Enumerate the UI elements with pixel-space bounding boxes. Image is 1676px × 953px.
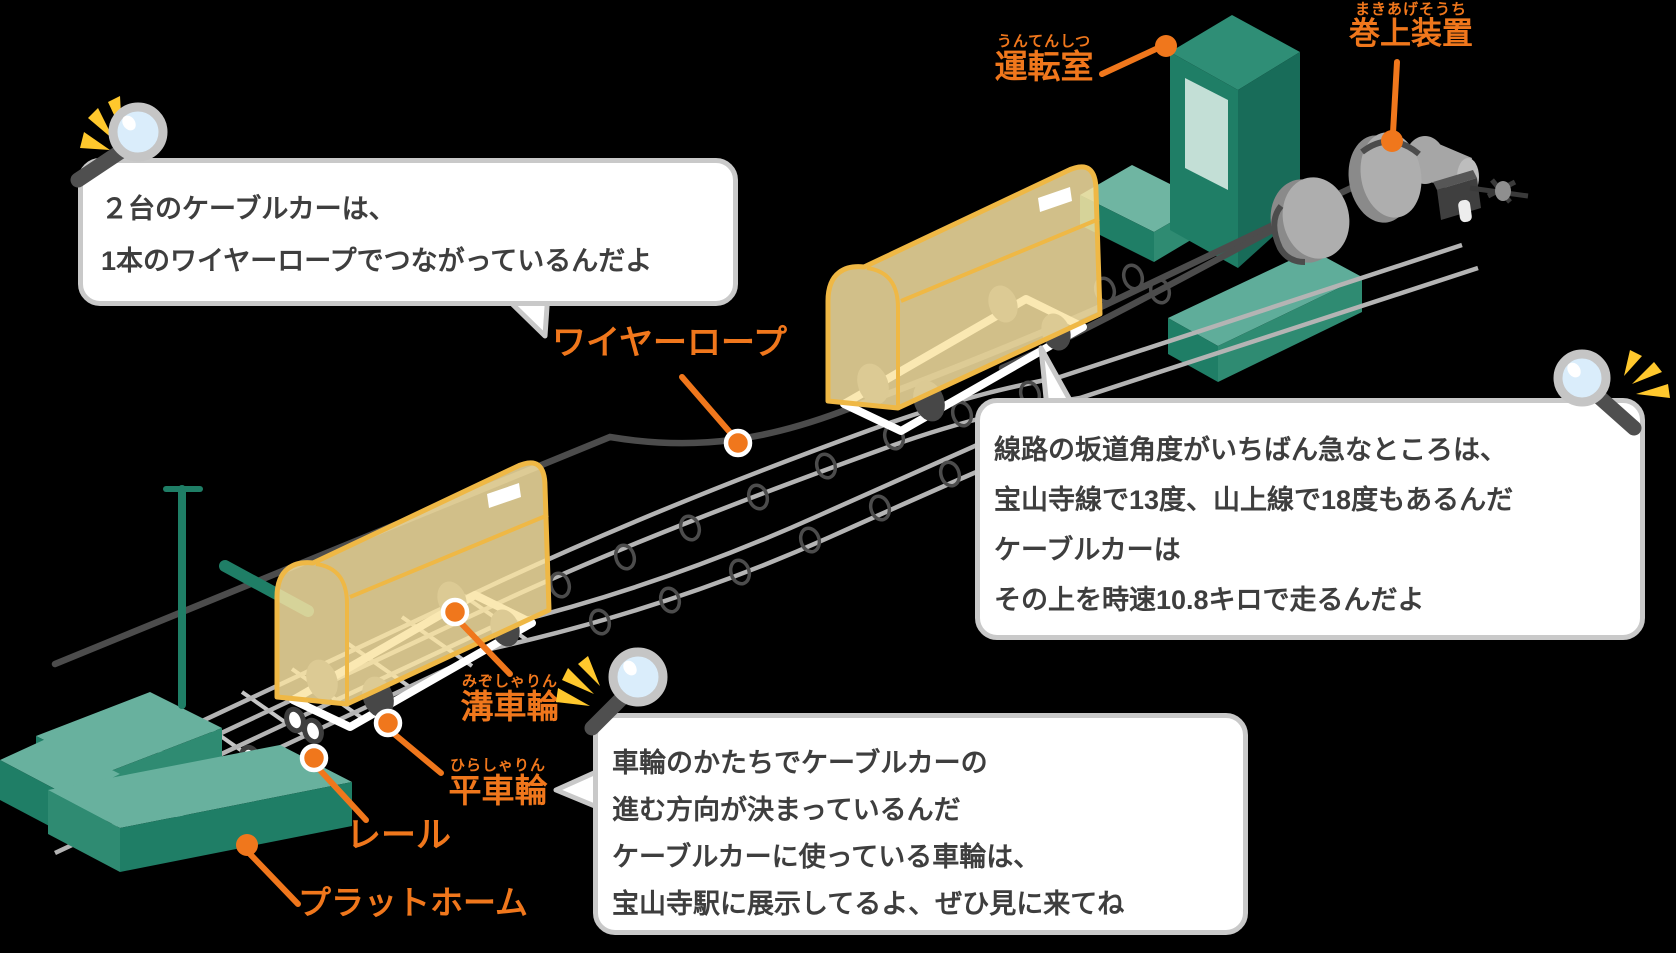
- groove-wheel-furigana: みぞしゃりん: [461, 673, 558, 690]
- lower-car-details: [315, 513, 549, 703]
- winding-device-machine: [1270, 132, 1529, 265]
- magnifier-icon: [556, 647, 668, 736]
- operator-room-tower: [1170, 15, 1300, 268]
- winding-device-furigana: まきあげそうち: [1354, 1, 1467, 18]
- wire-rope-line: [679, 374, 737, 440]
- rope-info-bubble: ２台のケーブルカーは、 1本のワイヤーロープでつながっているんだよ: [78, 158, 738, 306]
- magnifier-handle: [70, 144, 128, 188]
- magnifier-icon: [1553, 349, 1670, 436]
- bubble-line: 進む方向が決まっているんだ: [612, 795, 961, 825]
- bubble-line: 宝山寺線で13度、山上線で18度もあるんだ: [994, 485, 1514, 515]
- rail-label: レール: [346, 816, 452, 855]
- bubble-line: 1本のワイヤーロープでつながっているんだよ: [101, 246, 653, 276]
- wire-rope-dot: [723, 428, 753, 458]
- platform-dot: [236, 834, 258, 856]
- operator-room-furigana: うんてんしつ: [996, 33, 1092, 50]
- callout-lines: [247, 46, 1400, 907]
- upper-car-window: [1038, 187, 1072, 212]
- pulley-big: [1360, 132, 1422, 218]
- magnifier-lens: [108, 102, 168, 162]
- platform-label: プラットホーム: [298, 884, 529, 921]
- winding-device-line: [1390, 59, 1400, 136]
- operator-room-line: [1099, 46, 1159, 77]
- bubble-line: ２台のケーブルカーは、: [101, 194, 396, 224]
- rail-dot: [299, 743, 329, 773]
- bubble-line: ケーブルカーに使っている車輪は、: [612, 842, 1041, 872]
- pulley-small: [1282, 177, 1350, 259]
- platform-line: [247, 851, 301, 907]
- bubble-line: 宝山寺駅に展示してるよ、ぜひ見に来てね: [612, 889, 1125, 919]
- flat-wheel-line: [390, 730, 444, 776]
- groove-wheel-label: みぞしゃりん 溝車輪: [454, 674, 566, 724]
- magnifier-icon: [70, 96, 168, 188]
- rail-line: [315, 765, 369, 823]
- station-platform-top: [1168, 250, 1362, 346]
- sparkle-icon: [556, 656, 600, 706]
- groove-wheel-line: [456, 618, 513, 677]
- callout-dots: [236, 35, 1403, 856]
- bubble-line: ケーブルカーは: [994, 535, 1181, 565]
- winding-device-dot: [1381, 130, 1403, 152]
- flat-wheel-dot: [373, 708, 403, 738]
- operator-room-dot: [1155, 35, 1177, 57]
- bubble-line: 車輪のかたちでケーブルカーの: [612, 748, 988, 778]
- upper-cable-car: [825, 164, 1103, 435]
- groove-wheel-dot: [440, 597, 470, 627]
- magnifier-handle: [584, 690, 630, 736]
- rail-upper-1: [54, 242, 1463, 793]
- wire-rope-label: ワイヤーロープ: [552, 324, 787, 362]
- magnifier-lens: [1553, 349, 1611, 407]
- slope-info-bubble: 線路の坂道角度がいちばん急なところは、 宝山寺線で13度、山上線で18度もあるん…: [975, 398, 1645, 640]
- bubble-line: その上を時速10.8キロで走るんだよ: [994, 585, 1425, 615]
- wheel-info-bubble: 車輪のかたちでケーブルカーの 進む方向が決まっているんだ ケーブルカーに使ってい…: [593, 713, 1248, 935]
- sparkle-icon: [1624, 350, 1670, 398]
- bubble-line: 線路の坂道角度がいちばん急なところは、: [994, 435, 1507, 465]
- winding-device-label: まきあげそうち 巻上装置: [1336, 2, 1486, 50]
- operator-room-label: うんてんしつ 運転室: [982, 34, 1106, 84]
- platform-structure: [0, 692, 352, 872]
- tower-window: [1185, 78, 1228, 190]
- upper-car-details: [866, 217, 1100, 407]
- flat-wheel-furigana: ひらしゃりん: [449, 757, 546, 774]
- lower-car-window: [487, 483, 521, 508]
- magnifier-handle: [1590, 388, 1642, 436]
- lower-cable-car: [274, 460, 552, 731]
- station-platform-front: [1168, 318, 1218, 382]
- magnifier-lens: [608, 647, 668, 707]
- flat-wheel-label: ひらしゃりん 平車輪: [442, 758, 554, 808]
